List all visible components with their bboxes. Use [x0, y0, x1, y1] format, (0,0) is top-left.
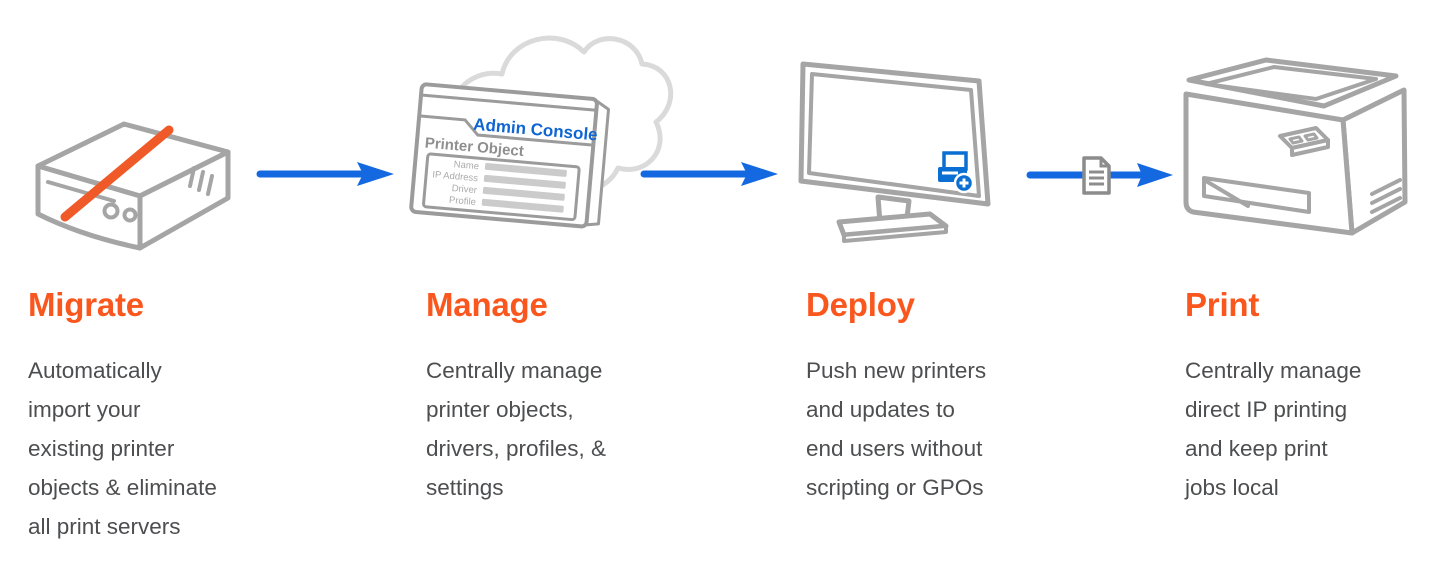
- arrow-deploy-to-print-icon: [1026, 156, 1173, 195]
- step-description-deploy: Push new printers and updates to end use…: [806, 358, 987, 500]
- add-printer-icon: [938, 151, 975, 194]
- cloud-admin-console-icon: Admin Console Printer Object Name IP Add…: [409, 35, 674, 229]
- printer-body: [1183, 57, 1408, 236]
- step-migrate: Migrate Automatically import your existi…: [28, 286, 217, 546]
- step-print: Print Centrally manage direct IP printin…: [1185, 286, 1361, 507]
- step-description-manage: Centrally manage printer objects, driver…: [426, 358, 607, 500]
- printer-icon: [1183, 57, 1408, 236]
- server-disc-slot: [46, 180, 116, 203]
- server-vent: [206, 174, 214, 196]
- print-server-slash-icon: [35, 121, 231, 251]
- monitor-base-edge: [842, 224, 948, 243]
- admin-console-card: Admin Console Printer Object Name IP Add…: [409, 82, 611, 229]
- field-value-bar: [481, 198, 564, 213]
- eliminate-slash: [60, 125, 174, 222]
- field-label-name: Name: [453, 159, 479, 172]
- field-label-driver: Driver: [451, 183, 477, 196]
- step-manage: Manage Centrally manage printer objects,…: [426, 286, 606, 507]
- step-description-print: Centrally manage direct IP printing and …: [1185, 358, 1362, 500]
- server-button: [122, 207, 138, 223]
- card-top-bevel: [420, 93, 597, 112]
- printer-vent: [1370, 196, 1402, 214]
- field-label-profile: Profile: [449, 195, 477, 208]
- workstation-add-printer-icon: [798, 61, 991, 243]
- server-button: [102, 202, 120, 220]
- field-value-bar: [484, 162, 567, 177]
- field-label-ip-address: IP Address: [432, 169, 479, 184]
- paper-output-slot: [1202, 176, 1311, 214]
- print-job-document-icon: [1082, 156, 1111, 195]
- arrow-migrate-to-manage-icon: [256, 162, 394, 186]
- step-deploy: Deploy Push new printers and updates to …: [806, 286, 986, 507]
- server-vent: [197, 170, 205, 192]
- scanner-lid: [1204, 65, 1378, 101]
- server-box: [35, 121, 231, 251]
- step-title-migrate: Migrate: [28, 286, 144, 323]
- field-value-bar: [483, 174, 566, 189]
- printer-control-panel: [1278, 126, 1330, 157]
- step-title-print: Print: [1185, 286, 1260, 323]
- step-description-migrate: Automatically import your existing print…: [28, 358, 217, 539]
- printer-vent: [1370, 178, 1402, 196]
- arrow-manage-to-deploy-icon: [640, 162, 778, 186]
- step-title-deploy: Deploy: [806, 286, 915, 323]
- field-value-bar: [482, 186, 565, 201]
- printer-vent: [1370, 187, 1402, 205]
- card-tab-notch: [419, 114, 594, 147]
- server-vent: [188, 166, 196, 188]
- step-title-manage: Manage: [426, 286, 548, 323]
